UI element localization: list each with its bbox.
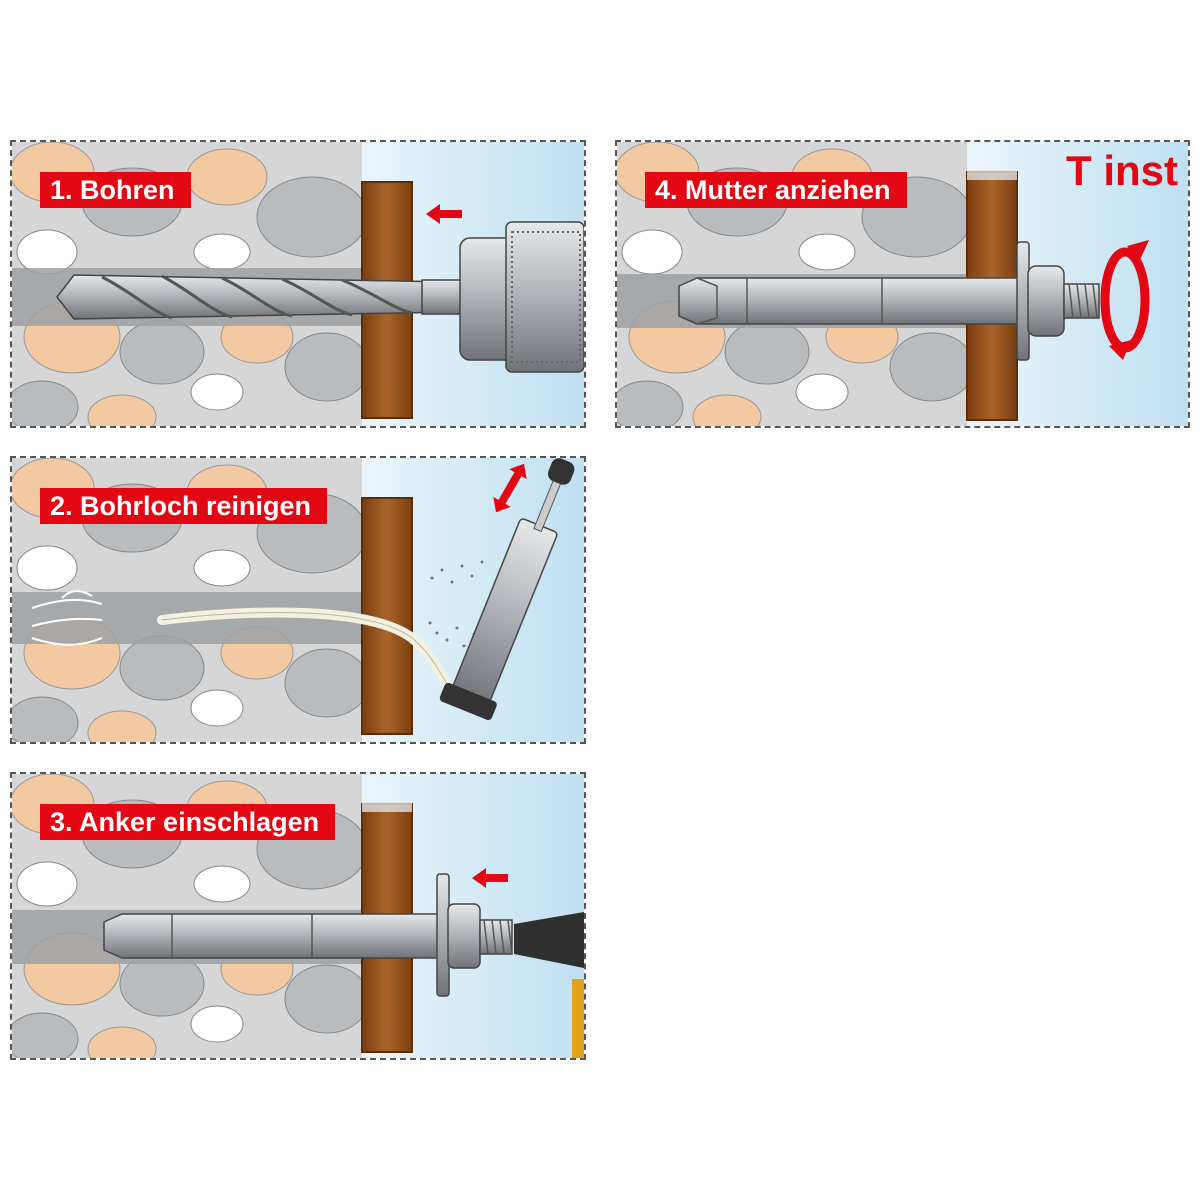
cleaning-illustration (12, 458, 584, 742)
hammer-icon (514, 912, 584, 1058)
step-3-panel: 3. Anker einschlagen (10, 772, 586, 1060)
step-1-label: 1. Bohren (40, 172, 191, 208)
rotation-arrow-icon (1100, 240, 1150, 360)
anchor-insert-illustration (12, 774, 584, 1058)
step-4-label: 4. Mutter anziehen (645, 172, 907, 208)
drill-chuck-icon (421, 221, 584, 373)
step-1-panel: 1. Bohren (10, 140, 586, 428)
step-3-label: 3. Anker einschlagen (40, 804, 336, 840)
anchor-bolt-icon (103, 873, 513, 997)
up-down-arrow-icon (493, 463, 527, 513)
step-2-panel: 2. Bohrloch reinigen (10, 456, 586, 744)
nut-tightening-illustration (617, 142, 1188, 426)
drill-bit-icon (56, 274, 453, 320)
step-4-panel: 4. Mutter anziehen T inst (615, 140, 1190, 428)
torque-label: T inst (1066, 147, 1178, 194)
step-2-label: 2. Bohrloch reinigen (40, 488, 328, 524)
drilling-illustration (12, 142, 584, 426)
anchor-bolt-icon (678, 241, 1100, 361)
air-flow-icon (31, 590, 103, 646)
blow-pump-icon (439, 458, 575, 721)
